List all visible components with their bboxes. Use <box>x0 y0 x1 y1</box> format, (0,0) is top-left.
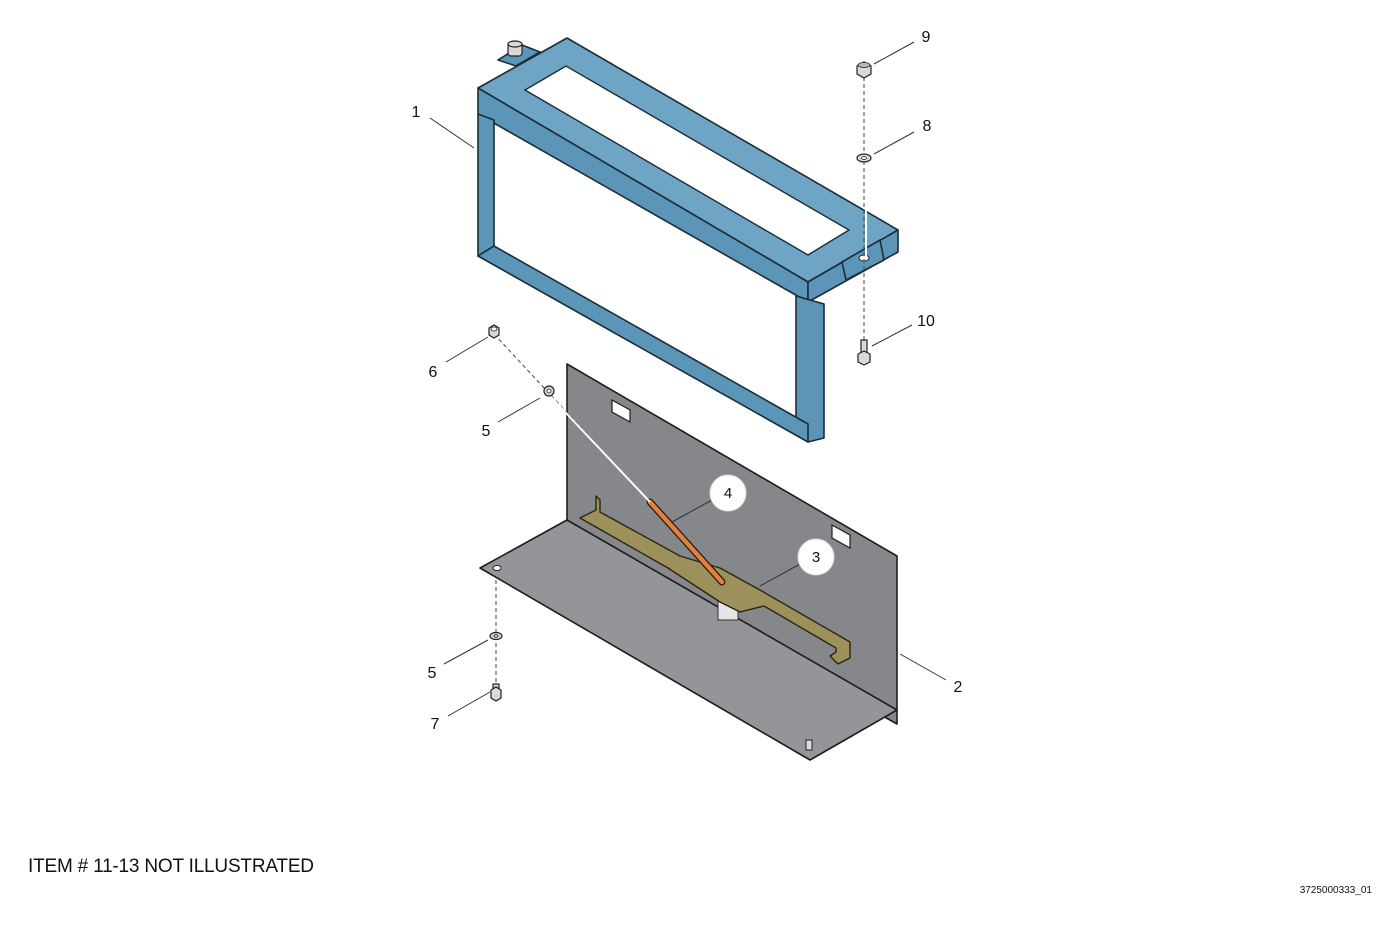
frame-top-opening <box>523 65 851 256</box>
tray-stud <box>805 739 813 751</box>
nut-6 <box>488 324 500 339</box>
callout-6: 6 <box>429 364 438 381</box>
bracket-body <box>579 495 851 665</box>
callout-4: 4 <box>724 485 732 502</box>
frame-right-leg <box>795 295 825 443</box>
frame-bottom-rail <box>477 245 809 443</box>
nut-9 <box>856 61 872 79</box>
callout-10: 10 <box>917 313 935 330</box>
frame-left-leg <box>477 113 495 257</box>
callout-circle-4: 4 <box>709 474 747 512</box>
callout-5-lower: 5 <box>428 665 437 682</box>
callout-circle-3: 3 <box>797 538 835 576</box>
callout-3: 3 <box>812 549 820 566</box>
leader-3 <box>759 563 801 587</box>
callout-7: 7 <box>431 716 440 733</box>
bolt-7 <box>490 683 502 702</box>
leader-2 <box>899 653 947 681</box>
washer-5-lower-hole <box>493 634 499 638</box>
drawing-number: 3725000333_01 <box>1299 885 1372 896</box>
callout-5-upper: 5 <box>482 423 491 440</box>
callout-9: 9 <box>922 29 931 46</box>
leader-5-lower <box>443 639 489 665</box>
assembly-line-rod-highlight <box>549 395 651 503</box>
leader-8 <box>873 131 915 155</box>
battery-frame <box>477 37 899 443</box>
callout-8: 8 <box>923 118 932 135</box>
callout-2: 2 <box>954 679 963 696</box>
leader-5-upper <box>497 397 541 423</box>
washer-8-hole <box>861 156 867 160</box>
tray-floor-hole <box>492 565 502 571</box>
tray-notch-left <box>611 398 631 424</box>
leader-1 <box>429 117 475 149</box>
bolt-10 <box>857 339 871 366</box>
leader-9 <box>873 41 915 65</box>
washer-5-upper-hole <box>546 388 552 394</box>
strap-rod <box>647 499 725 585</box>
leader-6 <box>445 336 489 363</box>
tray-floor <box>479 519 898 761</box>
leader-4 <box>671 499 713 523</box>
frame-tab-nut <box>507 40 523 57</box>
leader-10 <box>871 324 913 347</box>
hold-down-bracket <box>579 495 851 665</box>
tray-notch-right <box>831 523 851 550</box>
leader-7 <box>447 691 491 717</box>
callout-1: 1 <box>412 104 421 121</box>
not-illustrated-note: ITEM # 11-13 NOT ILLUSTRATED <box>28 856 314 877</box>
